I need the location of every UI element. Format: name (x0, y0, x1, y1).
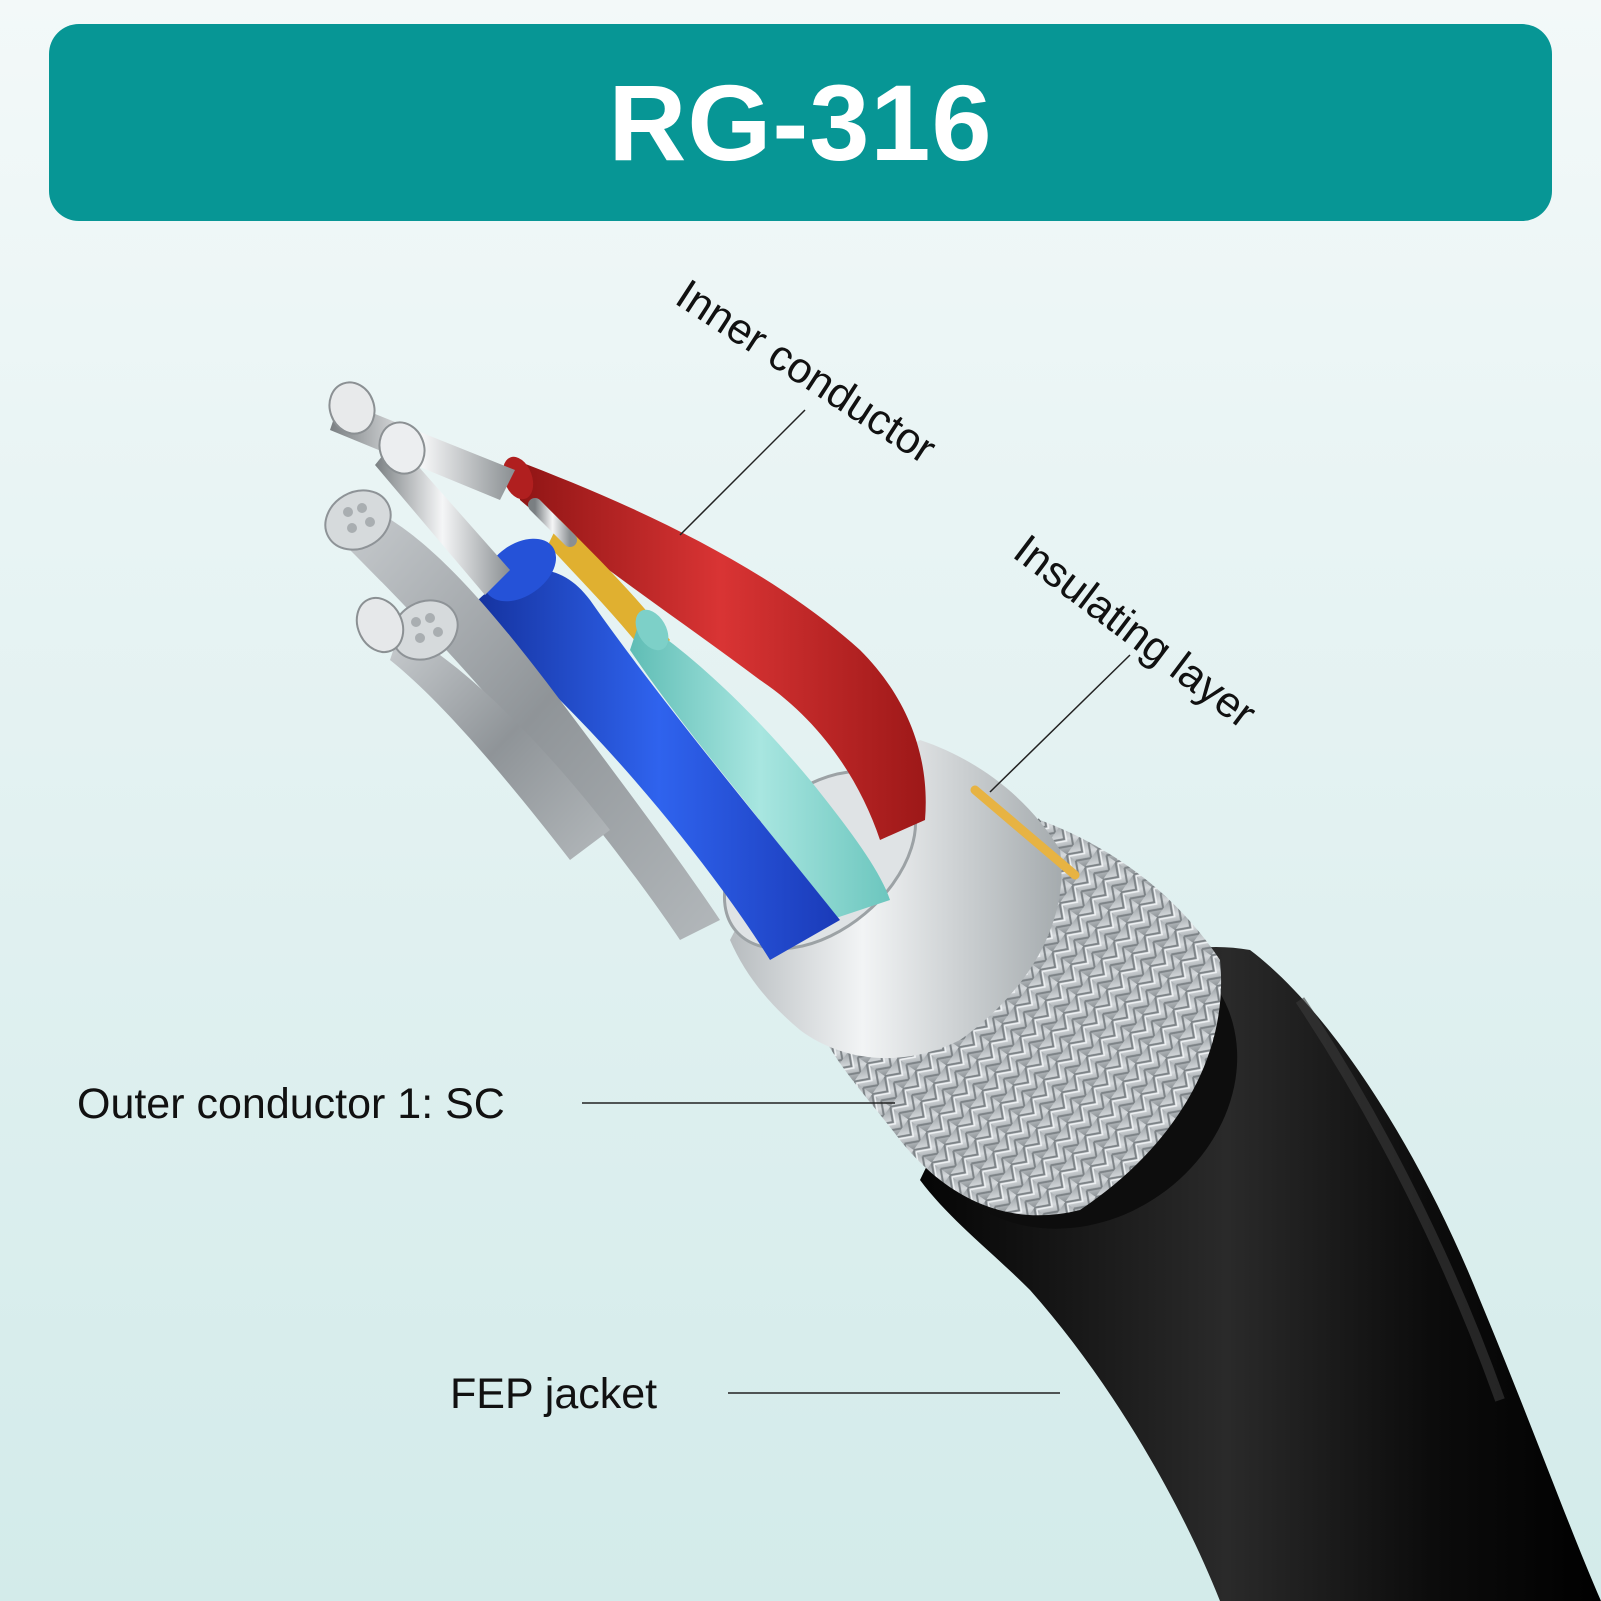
solid-conductors (328, 381, 515, 654)
stranded-conductors (324, 489, 720, 940)
leader-line-insulating-layer (989, 654, 1131, 793)
label-outer-conductor: Outer conductor 1: SC (77, 1080, 505, 1128)
inner-wires (478, 456, 926, 960)
leader-line-inner-conductor (679, 409, 806, 536)
label-fep-jacket: FEP jacket (450, 1370, 658, 1418)
title-text: RG-316 (608, 62, 993, 183)
title-banner: RG-316 (49, 24, 1552, 221)
leader-lines (582, 409, 1131, 1394)
